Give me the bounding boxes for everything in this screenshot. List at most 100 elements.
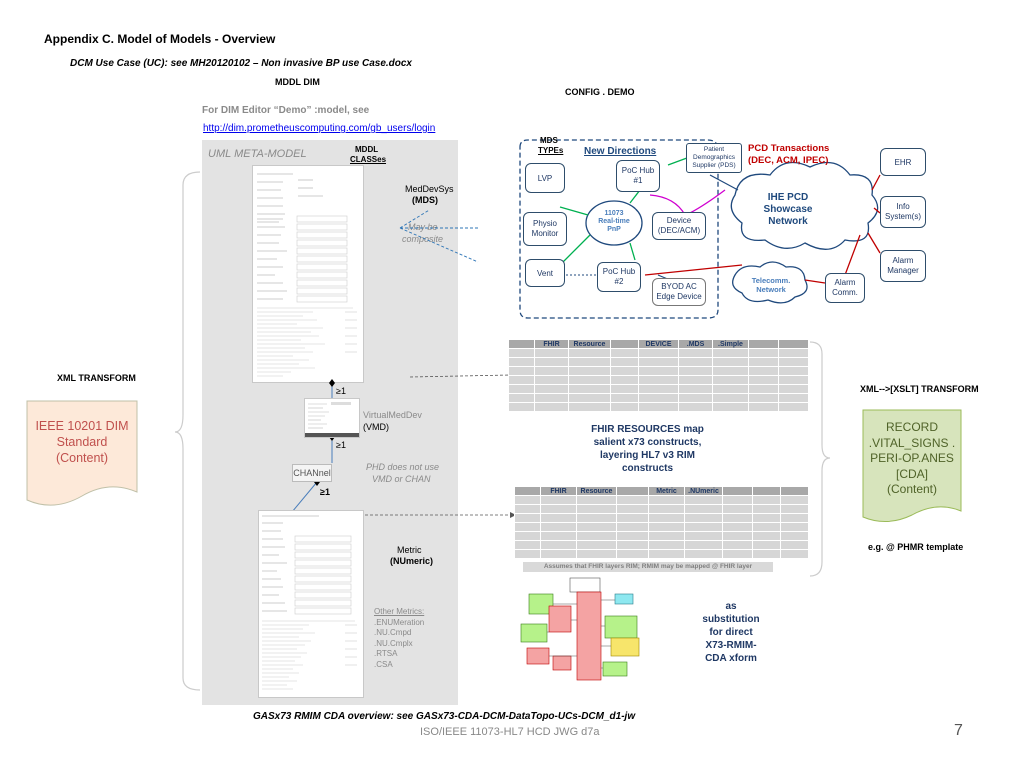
record-line-1: RECORD xyxy=(885,420,938,434)
node-device: Device (DEC/ACM) xyxy=(652,212,706,240)
table-row xyxy=(514,504,809,514)
t1-h8 xyxy=(778,339,809,349)
phmr-label: e.g. @ PHMR template xyxy=(868,542,964,552)
node-byod: BYOD AC Edge Device xyxy=(652,278,706,306)
mddl-classes-2: CLASSes xyxy=(350,155,387,164)
ihe-line-1: IHE PCD xyxy=(767,192,809,203)
node-realtime-pnp: 11073 Real-time PnP xyxy=(590,210,638,234)
subst-line-2: substitution xyxy=(702,614,760,625)
t2-h5: .NUmeric xyxy=(684,486,723,496)
metric-form-lines xyxy=(262,515,357,690)
node-lvp: LVP xyxy=(525,163,565,193)
pds-line-3: Supplier (PDS) xyxy=(692,162,736,169)
node-alarm-comm: Alarm Comm. xyxy=(825,273,865,303)
phd-note-1: PHD does not use xyxy=(366,462,440,472)
fhir-desc-4: constructs xyxy=(621,463,674,474)
record-line-3: PERI-OP.ANES xyxy=(870,451,954,465)
ge1-c: ≥1 xyxy=(320,487,330,497)
poc2-line-1: PoC Hub xyxy=(602,267,636,276)
t2-h2: Resource xyxy=(576,486,617,496)
fhir-desc-1: FHIR RESOURCES map xyxy=(591,424,704,435)
metric-label-1: Metric xyxy=(397,545,422,555)
record-line-2: .VITAL_SIGNS . xyxy=(868,435,956,450)
table-row xyxy=(508,357,809,367)
t2-h0 xyxy=(514,486,541,496)
table-row xyxy=(508,366,809,376)
t1-h2: Resource xyxy=(568,339,611,349)
left-brace xyxy=(175,171,201,691)
telecomm-line-1: Telecomm. xyxy=(751,276,791,285)
physio-line-1: Physio xyxy=(532,219,557,228)
table-row xyxy=(508,402,809,412)
other-metrics-title: Other Metrics: xyxy=(374,607,425,616)
table-row xyxy=(514,513,809,523)
fhir-metric-table: FHIR Resource Metric .NUmeric xyxy=(514,486,809,559)
record-doc-shape xyxy=(862,409,962,522)
ge1-a: ≥1 xyxy=(336,386,346,396)
right-brace xyxy=(809,341,831,577)
record-line-4: [CDA] xyxy=(895,466,928,481)
t1-h5: .MDS xyxy=(678,339,713,349)
page-title: Appendix C. Model of Models - Overview xyxy=(44,32,276,46)
t2-h1: FHIR xyxy=(540,486,577,496)
other-metric-nu-cmplx: .NU.Cmplx xyxy=(374,638,413,648)
rmim-diagram xyxy=(520,577,640,681)
table-row xyxy=(508,375,809,385)
poc1-line-1: PoC Hub xyxy=(621,166,655,175)
t1-h3 xyxy=(610,339,639,349)
fhir-desc-3: layering HL7 v3 RIM xyxy=(599,450,696,461)
table-row xyxy=(514,522,809,532)
poc1-line-2: #1 xyxy=(633,176,643,185)
t1-h0 xyxy=(508,339,535,349)
table-row xyxy=(508,384,809,394)
ieee-line-2: Standard xyxy=(56,435,108,449)
may-be-2: composite xyxy=(402,234,444,244)
other-metric-nu-cmpd: .NU.Cmpd xyxy=(374,628,412,637)
alarm-comm-line-1: Alarm xyxy=(834,278,856,287)
other-metric-enum: .ENUMeration xyxy=(374,617,425,627)
subst-line-3: for direct xyxy=(709,627,753,638)
mddl-classes-1: MDDL xyxy=(355,145,379,154)
metric-label-2: (NUmeric) xyxy=(390,556,434,566)
fhir-device-header-row: FHIR Resource DEVICE .MDS .Simple xyxy=(508,339,809,349)
other-metric-rtsa: .RTSA xyxy=(374,649,398,658)
t2-h7 xyxy=(752,486,781,496)
realtime-line-2: Real-time xyxy=(598,218,630,225)
node-alarm-manager: Alarm Manager xyxy=(880,250,926,282)
ge1-b: ≥1 xyxy=(336,440,346,450)
medsys-label-2: (MDS) xyxy=(412,195,438,205)
mddl-dim-label: MDDL DIM xyxy=(275,77,320,87)
vmd-label-2: (VMD) xyxy=(363,422,389,432)
info-line-1: Info xyxy=(896,202,910,211)
t2-h8 xyxy=(780,486,809,496)
vmd-form-screenshot xyxy=(304,398,360,438)
table-row xyxy=(514,495,809,505)
chan-box: CHANnel xyxy=(292,464,332,482)
vmd-form-lines xyxy=(305,402,359,437)
dashed-arrows xyxy=(365,210,516,518)
record-doc-text: RECORD .VITAL_SIGNS . PERI-OP.ANES [CDA]… xyxy=(862,420,962,498)
medsys-label-1: MedDevSys xyxy=(405,184,454,194)
info-line-2: System(s) xyxy=(885,212,921,221)
fhir-device-table: FHIR Resource DEVICE .MDS .Simple xyxy=(508,339,809,412)
t1-h4: DEVICE xyxy=(638,339,679,349)
subtitle: DCM Use Case (UC): see MH20120102 – Non … xyxy=(70,58,412,69)
vmd-label-1: VirtualMedDev xyxy=(363,410,422,420)
xml-transform-label: XML TRANSFORM xyxy=(57,373,136,383)
alarm-comm-line-2: Comm. xyxy=(832,288,858,297)
alarm-mgr-line-1: Alarm xyxy=(892,256,914,265)
realtime-line-1: 11073 xyxy=(604,210,624,217)
device-line-2: (DEC/ACM) xyxy=(657,226,701,235)
other-metric-csa: .CSA xyxy=(374,659,393,669)
pcd-tx-line-1: PCD Transactions xyxy=(748,143,830,154)
dim-editor-label: For DIM Editor “Demo” :model, see xyxy=(202,105,370,116)
assumes-note: Assumes that FHIR layers RIM; RMIM may b… xyxy=(523,562,773,572)
config-demo-label: CONFIG . DEMO xyxy=(565,87,635,97)
dim-editor-link[interactable]: http://dim.prometheuscomputing.com/gb_us… xyxy=(203,123,436,134)
pcd-tx-line-2: (DEC, ACM, IPEC) xyxy=(748,155,829,166)
mds-form-lines xyxy=(257,173,357,377)
node-poc-hub-2: PoC Hub #2 xyxy=(597,262,641,292)
ieee-doc-text: IEEE 10201 DIM Standard (Content) xyxy=(26,418,138,466)
mds-form-screenshot xyxy=(252,165,364,383)
node-poc-hub-1: PoC Hub #1 xyxy=(616,160,660,192)
